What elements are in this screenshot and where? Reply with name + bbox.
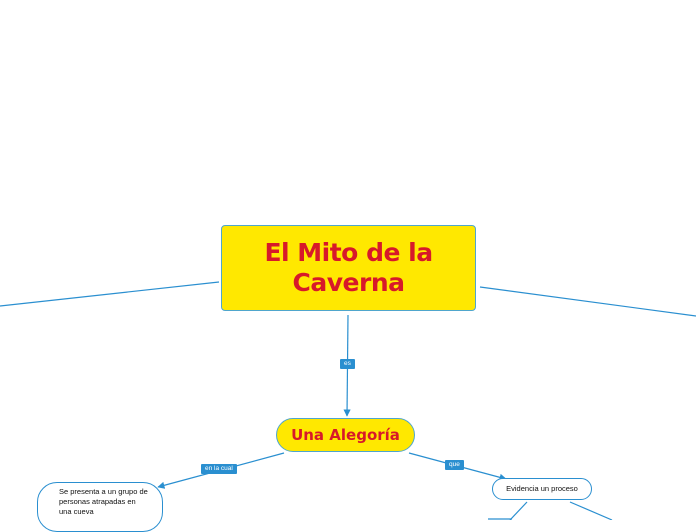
main-topic-node[interactable]: El Mito de la Caverna	[221, 225, 476, 311]
mind-map-canvas: El Mito de la Caverna Una Alegoría Se pr…	[0, 225, 696, 532]
connector-right-leaf-down-left	[509, 501, 528, 520]
connector-right-leaf-down-right	[569, 501, 613, 520]
relation-label-es[interactable]: es	[340, 359, 355, 370]
connector-main-right	[479, 286, 696, 317]
main-topic-line1: El Mito de la	[264, 238, 433, 267]
leaf-node-proceso[interactable]: Evidencia un proceso	[492, 478, 592, 500]
leaf-node-cueva-text: Se presenta a un grupo de personas atrap…	[59, 487, 148, 517]
leaf-node-proceso-text: Evidencia un proceso	[506, 483, 578, 493]
relation-label-en-la-cual[interactable]: en la cual	[201, 464, 237, 475]
connector-main-left	[0, 281, 220, 307]
sub-topic-node[interactable]: Una Alegoría	[276, 418, 415, 452]
leaf-node-cueva[interactable]: Se presenta a un grupo de personas atrap…	[37, 482, 163, 532]
sub-topic-label: Una Alegoría	[291, 426, 400, 444]
main-topic-line2: Caverna	[292, 268, 405, 297]
relation-label-que[interactable]: que	[445, 460, 464, 471]
